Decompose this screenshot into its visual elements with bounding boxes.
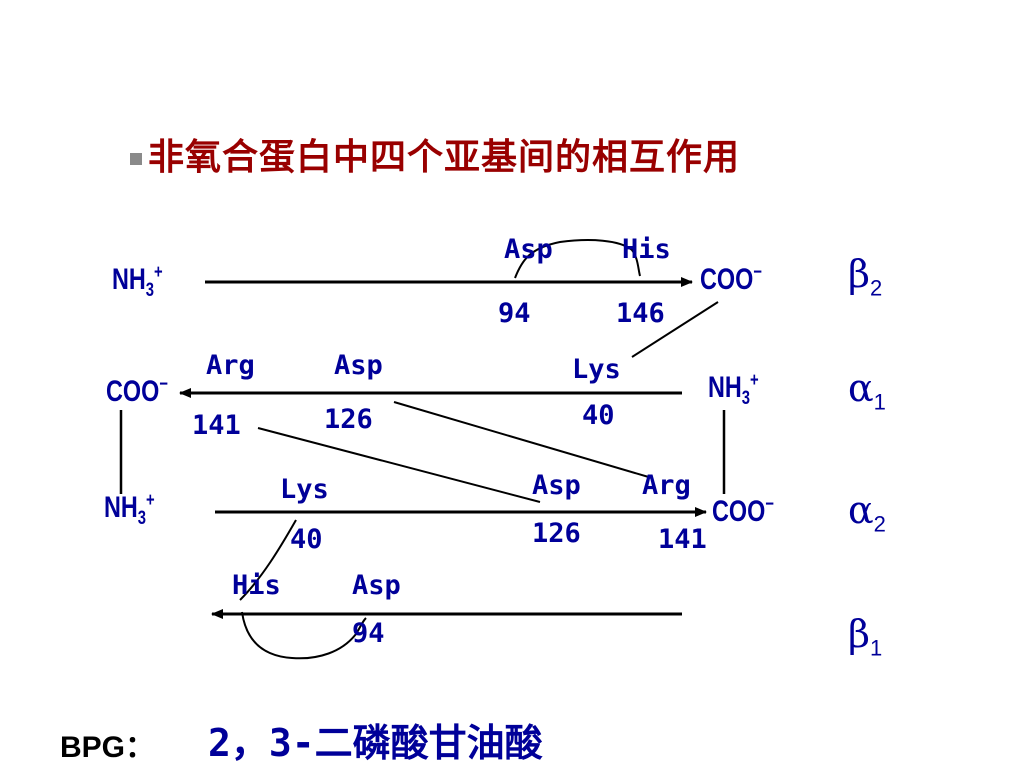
beta1-residue-asp-number: 94 — [352, 618, 385, 649]
beta2-residue-asp: Asp — [504, 234, 553, 265]
lys40-his-bridge — [239, 519, 297, 601]
lys40-his146-bridge — [631, 301, 719, 358]
alpha2-residue-asp: Asp — [532, 470, 581, 501]
beta2-c-terminus: COO− — [700, 262, 762, 296]
alpha1-subunit-label: α1 — [848, 366, 886, 415]
page-title: 非氧合蛋白中四个亚基间的相互作用 — [130, 128, 740, 180]
alpha1-residue-asp-number: 126 — [324, 404, 373, 435]
alpha1-n-terminus: NH3+ — [708, 370, 759, 409]
beta2-n-terminus: NH3+ — [112, 262, 163, 301]
bpg-definition: 2，3-二磷酸甘油酸 — [208, 721, 543, 765]
alpha1-c-terminus: COO− — [106, 374, 168, 408]
alpha1-residue-arg-number: 141 — [192, 410, 241, 441]
beta1-subunit-label: β1 — [848, 612, 883, 661]
alpha1-residue-lys-number: 40 — [582, 400, 615, 431]
alpha2-residue-lys: Lys — [280, 474, 329, 505]
his-asp94-bridge — [241, 611, 367, 660]
alpha1-residue-arg: Arg — [206, 350, 255, 381]
alpha2-residue-arg: Arg — [642, 470, 691, 501]
beta1-residue-his: His — [232, 570, 281, 601]
beta2-subunit-label: β2 — [848, 252, 883, 301]
beta2-residue-his-number: 146 — [616, 298, 665, 329]
title-text: 非氧合蛋白中四个亚基间的相互作用 — [148, 136, 741, 178]
alpha2-n-terminus: NH3+ — [104, 490, 155, 529]
alpha1-residue-asp: Asp — [334, 350, 383, 381]
alpha2-subunit-label: α2 — [848, 488, 886, 537]
alpha2-residue-arg-number: 141 — [658, 524, 707, 555]
bpg-label: BPG： — [60, 731, 156, 764]
beta2-residue-his: His — [622, 234, 671, 265]
asp126-arg141-bridge — [393, 401, 653, 479]
beta2-residue-asp-number: 94 — [498, 298, 531, 329]
alpha2-residue-lys-number: 40 — [290, 524, 323, 555]
bullet-icon — [130, 153, 142, 165]
alpha2-c-terminus: COO− — [712, 494, 774, 528]
asp94-his146-bridge — [514, 239, 641, 279]
alpha1-residue-lys: Lys — [572, 354, 621, 385]
alpha2-residue-asp-number: 126 — [532, 518, 581, 549]
beta1-residue-asp: Asp — [352, 570, 401, 601]
arg141-asp126-bridge — [257, 427, 541, 503]
